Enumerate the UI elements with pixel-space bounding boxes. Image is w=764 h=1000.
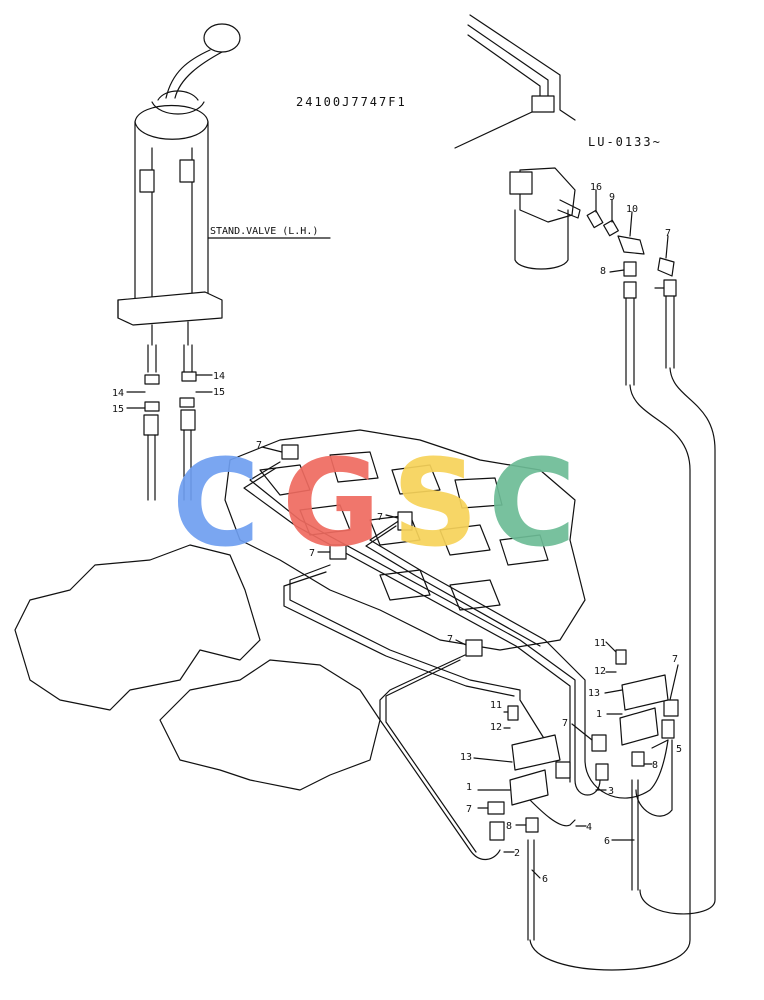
callout-12-right: 12 <box>594 666 606 677</box>
callout-4: 4 <box>586 822 592 833</box>
callout-5: 5 <box>676 744 682 755</box>
callout-7-f: 7 <box>672 654 678 665</box>
callout-7-a: 7 <box>256 440 262 451</box>
callout-11-left: 11 <box>490 700 502 711</box>
callout-7-d: 7 <box>447 634 453 645</box>
watermark-letter-c2: C <box>488 435 576 574</box>
callout-13-left: 13 <box>460 752 472 763</box>
callout-15-right: 15 <box>213 387 225 398</box>
callout-14-right: 14 <box>213 371 225 382</box>
callout-8-top: 8 <box>600 266 606 277</box>
callout-14-left: 14 <box>112 388 124 399</box>
filter-assembly-drawing <box>454 14 716 971</box>
callout-15-left: 15 <box>112 404 124 415</box>
callout-7-e: 7 <box>562 718 568 729</box>
callout-16: 16 <box>590 182 602 193</box>
stand-valve-drawing <box>117 23 331 501</box>
callout-8-left: 8 <box>506 821 512 832</box>
serial-range-label: LU-0133~ <box>588 135 662 149</box>
callout-labels: 14 15 14 15 16 9 10 7 8 7 7 7 7 7 7 7 11… <box>112 182 682 885</box>
callout-2: 2 <box>514 848 520 859</box>
callout-1-left: 1 <box>466 782 472 793</box>
callout-3: 3 <box>608 786 614 797</box>
watermark-letter-c1: C <box>172 435 260 574</box>
main-valve-body-drawing <box>14 429 586 791</box>
stand-valve-label: STAND.VALVE (L.H.) <box>210 226 318 237</box>
callout-13-right: 13 <box>588 688 600 699</box>
callout-10: 10 <box>626 204 638 215</box>
callout-7-g: 7 <box>466 804 472 815</box>
callout-7-top: 7 <box>665 228 671 239</box>
callout-6-right: 6 <box>604 836 610 847</box>
pipe-network-drawing <box>243 444 679 941</box>
callout-12-left: 12 <box>490 722 502 733</box>
callout-7-b: 7 <box>377 512 383 523</box>
callout-8-right: 8 <box>652 760 658 771</box>
callout-11-right: 11 <box>594 638 606 649</box>
callout-7-c: 7 <box>309 548 315 559</box>
watermark-letter-s: S <box>392 435 478 574</box>
callout-9: 9 <box>609 192 615 203</box>
watermark-letter-g: G <box>282 435 381 574</box>
callout-1-right: 1 <box>596 709 602 720</box>
callout-6-left: 6 <box>542 874 548 885</box>
cgsc-watermark: C G S C <box>172 435 576 574</box>
part-number-title: 24100J7747F1 <box>296 95 407 109</box>
